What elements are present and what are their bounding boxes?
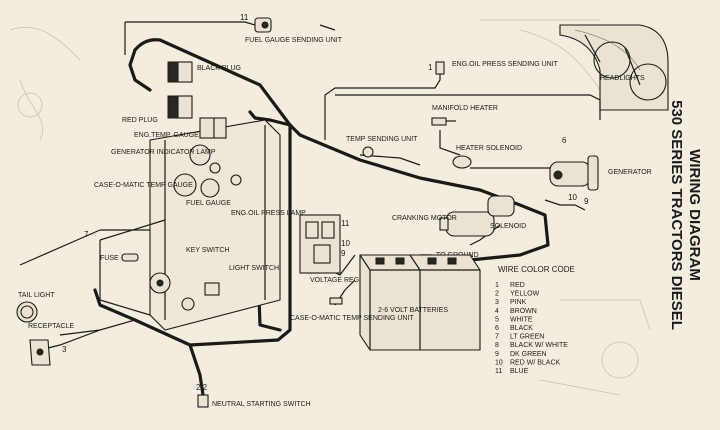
wire-code-number: 8: [495, 342, 499, 349]
wire-number: 2 2: [196, 383, 208, 392]
neutral-starting-switch-label: NEUTRAL STARTING SWITCH: [212, 401, 311, 408]
temp-sending-unit: TEMP SENDING UNIT: [346, 136, 418, 158]
wire-color-code: WIRE COLOR CODE 1 RED 2 YELLOW 3 PINK 4 BROWN 5 W…: [495, 265, 575, 375]
receptacle-label: RECEPTACLE: [28, 323, 74, 330]
eng-temp-gauge-label: ENG.TEMP. GAUGE: [134, 132, 199, 139]
wire-number: 9: [341, 249, 346, 258]
wire-number: 1: [428, 63, 433, 72]
wire-number: 3: [62, 345, 67, 354]
wire-number: 11: [341, 219, 350, 228]
fuel-gauge: FUEL GAUGE: [186, 178, 231, 207]
background-bleed-through: [9, 19, 651, 396]
receptacle: 3 RECEPTACLE: [28, 323, 74, 366]
wire-number: 10: [568, 193, 577, 202]
wire-number: 10: [341, 239, 350, 248]
title-block: WIRING DIAGRAM 530 SERIES TRACTORS DIESE…: [668, 100, 703, 330]
voltage-regulator: 11 10 9 VOLTAGE REGULATOR: [299, 214, 387, 284]
generator: GENERATOR 6 10 9: [549, 136, 652, 206]
tail-light-label: TAIL LIGHT: [18, 292, 55, 299]
fuel-gauge-sending-unit: 11 FUEL GAUGE SENDING UNIT: [240, 13, 343, 44]
title-line-2: 530 SERIES TRACTORS DIESEL: [668, 100, 685, 330]
temp-sending-unit-label: TEMP SENDING UNIT: [346, 136, 418, 143]
generator-indicator-lamp: GENERATOR INDICATOR LAMP: [111, 149, 221, 174]
solenoid-label: SOLENOID: [490, 223, 526, 230]
wire-code-color: BLUE: [510, 368, 529, 375]
wire-code-number: 7: [495, 334, 499, 341]
wire-code-color: WHITE: [510, 316, 533, 323]
headlights-label: HEADLIGHTS: [600, 75, 645, 82]
title-line-1: WIRING DIAGRAM: [686, 149, 703, 281]
heater-solenoid-label: HEATER SOLENOID: [456, 145, 522, 152]
eng-oil-press-lamp: ENG.OIL PRESS LAMP: [230, 174, 306, 217]
wire-code-number: 1: [495, 282, 499, 289]
key-switch: KEY SWITCH: [149, 247, 229, 294]
plug-third: [199, 117, 227, 139]
manifold-heater-label: MANIFOLD HEATER: [432, 105, 498, 112]
wire-number: 9: [584, 197, 589, 206]
wire-code-number: 2: [495, 291, 499, 298]
light-switch-label: LIGHT SWITCH: [229, 265, 279, 272]
wire-color-code-entries: 1 RED 2 YELLOW 3 PINK 4 BROWN 5 WHITE 6 BLACK 7 LT GR…: [495, 282, 568, 375]
fuse: FUSE: [100, 253, 139, 262]
black-plug: BLACK PLUG: [167, 61, 241, 83]
wire-code-number: 9: [495, 351, 499, 358]
headlights: HEADLIGHTS: [559, 24, 669, 111]
red-plug-label: RED PLUG: [122, 117, 158, 124]
wire-color-code-title: WIRE COLOR CODE: [498, 265, 575, 274]
case-o-matic-temp-gauge-label: CASE-O-MATIC TEMP GAUGE: [94, 182, 193, 189]
neutral-starting-switch: 2 2 NEUTRAL STARTING SWITCH: [196, 383, 311, 408]
wire-code-color: BLACK: [510, 325, 533, 332]
wire-code-color: LT GREEN: [510, 334, 544, 341]
tail-light: TAIL LIGHT: [16, 292, 55, 323]
voltage-regulator-label: VOLTAGE REGULATOR: [310, 277, 387, 284]
wire-code-number: 6: [495, 325, 499, 332]
fuse-label: FUSE: [100, 255, 119, 262]
case-o-matic-temp-gauge: CASE-O-MATIC TEMP GAUGE: [94, 173, 197, 197]
wire-code-number: 4: [495, 308, 499, 315]
wire-code-color: RED W/ BLACK: [510, 359, 561, 366]
wire-code-color: PINK: [510, 299, 527, 306]
cranking-motor-label: CRANKING MOTOR: [392, 215, 457, 222]
eng-oil-press-lamp-label: ENG.OIL PRESS LAMP: [231, 210, 306, 217]
fuel-gauge-sending-unit-label: FUEL GAUGE SENDING UNIT: [245, 37, 343, 44]
case-o-matic-temp-sending-unit: CASE-O-MATIC TEMP SENDING UNIT: [290, 297, 414, 322]
fuel-gauge-label: FUEL GAUGE: [186, 200, 231, 207]
red-plug: RED PLUG: [122, 95, 193, 124]
wire-code-color: BROWN: [510, 308, 537, 315]
wire-code-color: DK GREEN: [510, 351, 547, 358]
wire-number: 6: [562, 136, 567, 145]
light-switch: LIGHT SWITCH: [181, 265, 279, 311]
wire-code-number: 5: [495, 316, 499, 323]
wire-code-color: YELLOW: [510, 291, 540, 298]
manifold-heater: MANIFOLD HEATER: [431, 105, 498, 126]
eng-oil-press-sending-unit: 1 ENG.OIL PRESS SENDING UNIT: [428, 61, 559, 75]
eng-oil-press-sending-unit-label: ENG.OIL PRESS SENDING UNIT: [452, 61, 559, 68]
key-switch-label: KEY SWITCH: [186, 247, 229, 254]
generator-indicator-lamp-label: GENERATOR INDICATOR LAMP: [111, 149, 216, 156]
black-plug-label: BLACK PLUG: [197, 65, 241, 72]
eng-temp-gauge: ENG.TEMP. GAUGE: [134, 132, 211, 166]
cranking-motor: CRANKING MOTOR SOLENOID: [392, 195, 526, 237]
wire-code-number: 10: [495, 359, 503, 366]
heater-solenoid: HEATER SOLENOID: [452, 145, 522, 169]
wire-number: 11: [240, 13, 249, 22]
generator-label: GENERATOR: [608, 169, 652, 176]
batteries: 2-6 VOLT BATTERIES: [359, 254, 481, 351]
wire-code-color: RED: [510, 282, 525, 289]
wire-code-number: 11: [495, 368, 502, 375]
case-o-matic-temp-sending-unit-label: CASE-O-MATIC TEMP SENDING UNIT: [290, 315, 414, 322]
batteries-label: 2-6 VOLT BATTERIES: [378, 307, 448, 314]
wire-code-number: 3: [495, 299, 499, 306]
wire-number: 7: [84, 230, 89, 239]
wire-code-color: BLACK W/ WHITE: [510, 342, 568, 349]
